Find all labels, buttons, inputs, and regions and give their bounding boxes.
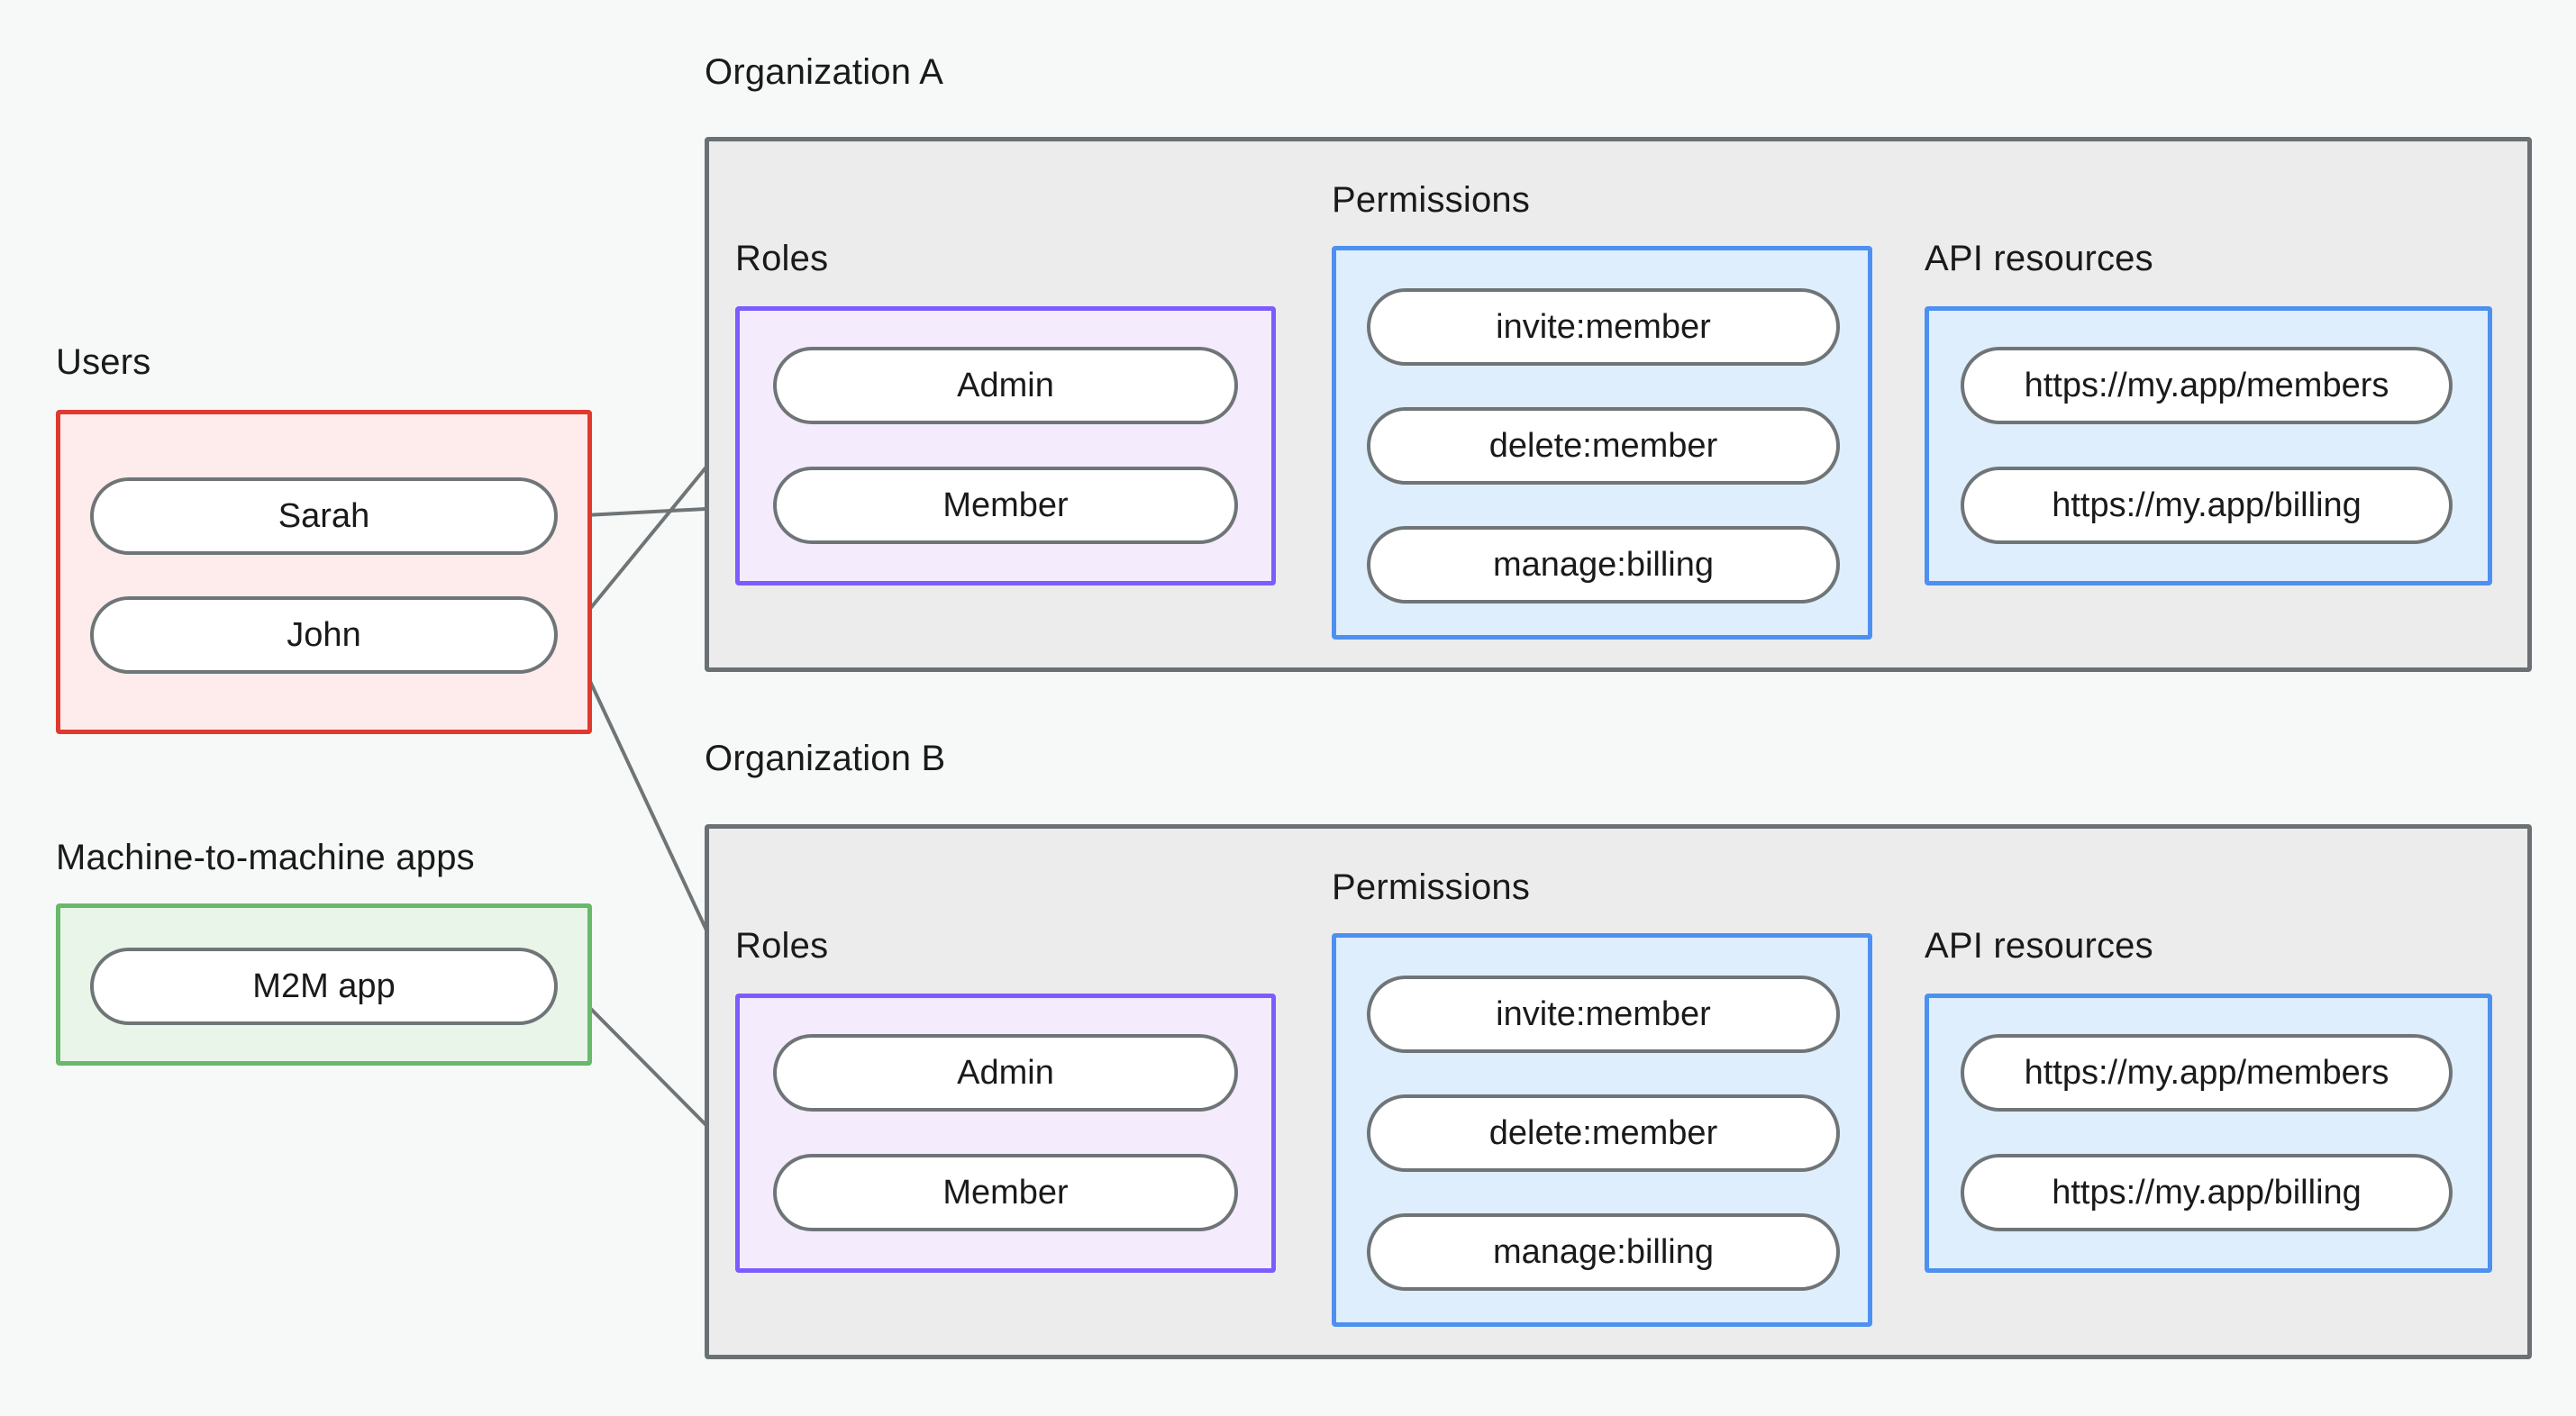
users-container bbox=[56, 410, 592, 734]
m2m-label: Machine-to-machine apps bbox=[56, 838, 475, 877]
org-a-permissions-label: Permissions bbox=[1332, 180, 1531, 220]
org-b-permissions-label: Permissions bbox=[1332, 867, 1531, 907]
org-a-api-resource-billing[interactable]: https://my.app/billing bbox=[1961, 467, 2453, 544]
org-b-title: Organization B bbox=[705, 739, 946, 778]
org-b-permission-manage-billing[interactable]: manage:billing bbox=[1367, 1213, 1840, 1291]
org-a-role-member[interactable]: Member bbox=[773, 467, 1238, 544]
org-b-api-resource-members[interactable]: https://my.app/members bbox=[1961, 1034, 2453, 1112]
org-a-roles-label: Roles bbox=[735, 239, 829, 278]
org-b-role-admin[interactable]: Admin bbox=[773, 1034, 1238, 1112]
org-a-permission-invite-member[interactable]: invite:member bbox=[1367, 288, 1840, 366]
org-a-title: Organization A bbox=[705, 52, 944, 92]
org-a-role-admin[interactable]: Admin bbox=[773, 347, 1238, 424]
org-a-permission-delete-member[interactable]: delete:member bbox=[1367, 407, 1840, 485]
org-a-permission-manage-billing[interactable]: manage:billing bbox=[1367, 526, 1840, 604]
org-b-role-member[interactable]: Member bbox=[773, 1154, 1238, 1231]
org-b-roles-label: Roles bbox=[735, 926, 829, 966]
org-b-api-resource-billing[interactable]: https://my.app/billing bbox=[1961, 1154, 2453, 1231]
org-b-api-resources-label: API resources bbox=[1925, 926, 2153, 966]
user-sarah[interactable]: Sarah bbox=[90, 477, 558, 555]
org-b-permission-delete-member[interactable]: delete:member bbox=[1367, 1094, 1840, 1172]
org-a-api-resources-label: API resources bbox=[1925, 239, 2153, 278]
users-label: Users bbox=[56, 342, 151, 382]
m2m-app[interactable]: M2M app bbox=[90, 948, 558, 1025]
org-b-permission-invite-member[interactable]: invite:member bbox=[1367, 976, 1840, 1053]
org-a-api-resource-members[interactable]: https://my.app/members bbox=[1961, 347, 2453, 424]
user-john[interactable]: John bbox=[90, 596, 558, 674]
